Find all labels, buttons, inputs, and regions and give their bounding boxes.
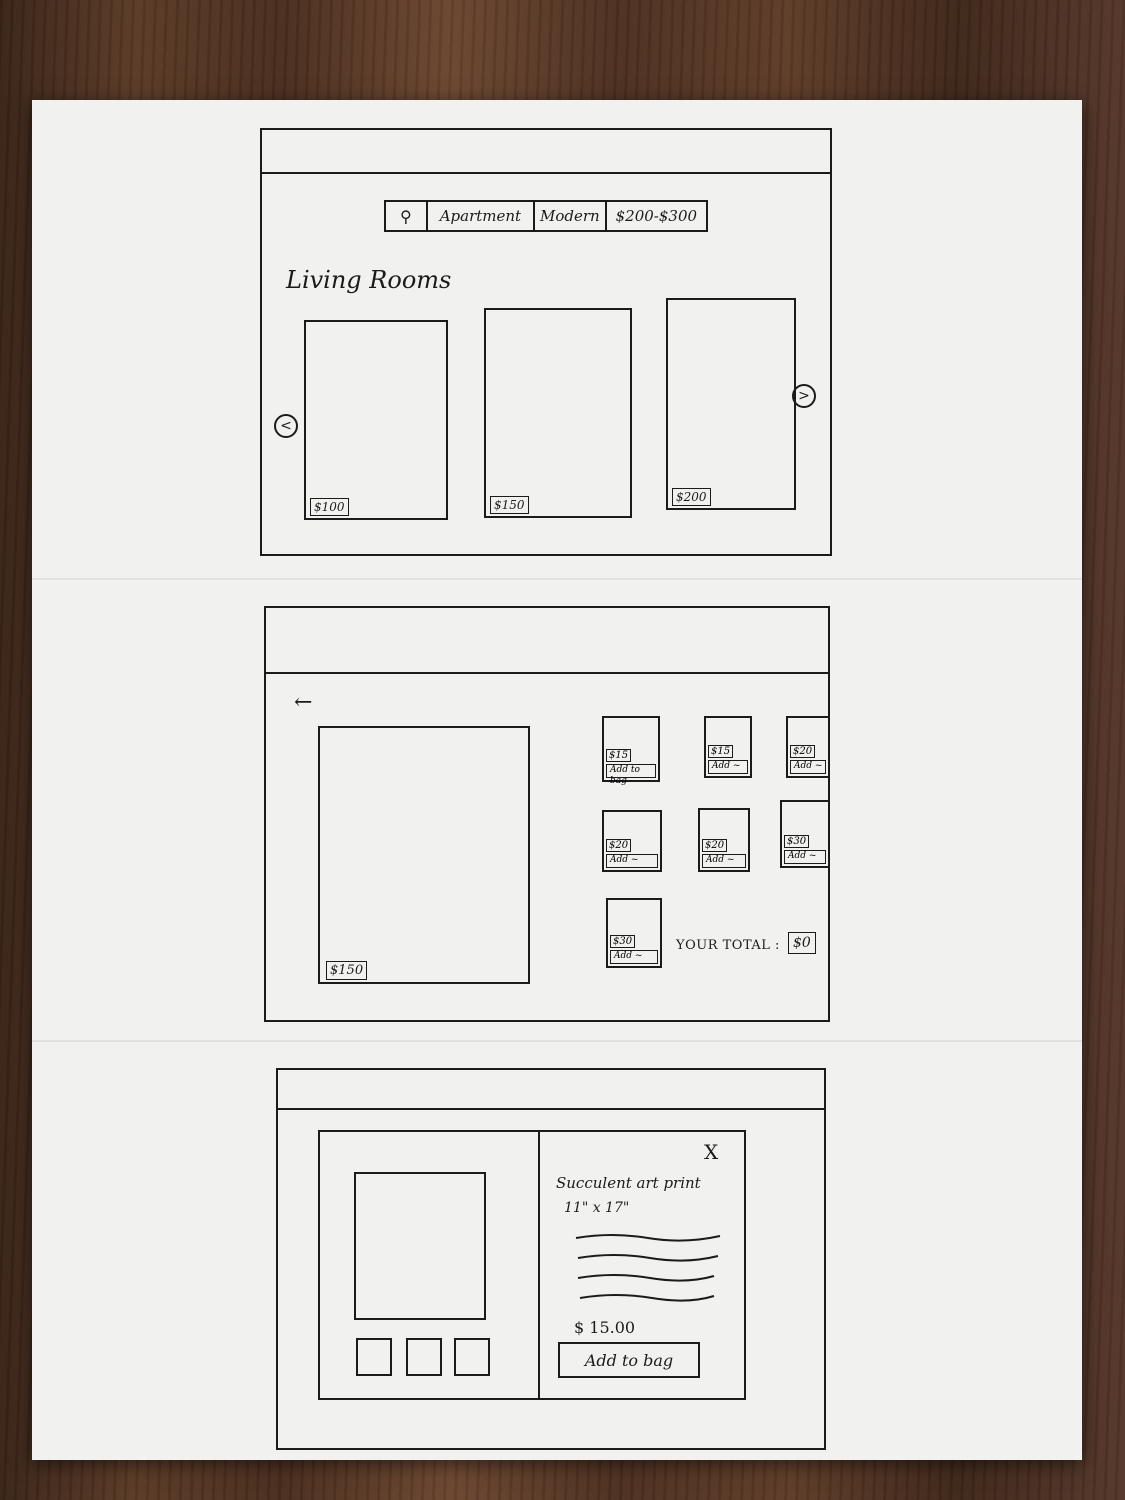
add-to-bag-button[interactable]: Add ~ <box>702 854 746 868</box>
product-description-scribble <box>575 1234 721 1302</box>
filter-apartment[interactable]: Apartment <box>428 202 536 230</box>
search-button[interactable]: ⚲ <box>386 202 428 230</box>
carousel-next-button[interactable]: > <box>792 384 816 408</box>
chevron-left-icon: < <box>280 418 292 434</box>
chevron-right-icon: > <box>798 388 810 404</box>
product-thumbnail[interactable] <box>454 1338 490 1376</box>
total-value: $0 <box>788 932 816 954</box>
product-thumbnail[interactable] <box>356 1338 392 1376</box>
item-card[interactable]: $15 Add ~ <box>704 716 752 778</box>
modal-divider <box>538 1132 540 1398</box>
filter-price-range[interactable]: $200-$300 <box>615 207 698 225</box>
room-card[interactable]: $150 <box>484 308 632 518</box>
product-modal: X Succulent art print 11" x 17" $ 15.00 … <box>318 1130 746 1400</box>
item-price: $15 <box>708 745 734 758</box>
item-price: $30 <box>610 935 636 948</box>
back-arrow-icon[interactable]: ← <box>294 690 313 715</box>
add-to-bag-label: Add to bag <box>584 1350 674 1370</box>
item-card[interactable]: $20 Add ~ <box>786 716 830 778</box>
total-label: YOUR TOTAL : <box>676 938 780 953</box>
item-price: $20 <box>606 839 632 852</box>
paper-fold <box>32 1040 1082 1042</box>
item-card[interactable]: $20 Add ~ <box>602 810 662 872</box>
wireframe-product-modal-screen: X Succulent art print 11" x 17" $ 15.00 … <box>276 1068 826 1450</box>
add-to-bag-button[interactable]: Add to bag <box>606 764 656 786</box>
section-title: Living Rooms <box>286 266 452 294</box>
header-bar-divider <box>266 672 828 674</box>
paper-sheet: ⚲ Apartment Modern $200-$300 Living Room… <box>32 100 1082 1460</box>
item-price: $20 <box>702 839 728 852</box>
item-card[interactable]: $30 Add ~ <box>606 898 662 968</box>
add-to-bag-button[interactable]: Add ~ <box>610 950 658 964</box>
close-icon[interactable]: X <box>704 1140 719 1164</box>
wireframe-room-detail-screen: ← $150 $15 Add to bag $15 Add ~ $20 Add … <box>264 606 830 1022</box>
filter-modern[interactable]: Modern <box>535 202 607 230</box>
item-price: $15 <box>606 749 632 762</box>
header-bar-divider <box>278 1108 824 1110</box>
product-title: Succulent art print <box>556 1174 701 1192</box>
product-thumbnail[interactable] <box>406 1338 442 1376</box>
item-card[interactable]: $15 Add to bag <box>602 716 660 786</box>
add-to-bag-button[interactable]: Add ~ <box>790 760 826 774</box>
wireframe-browse-screen: ⚲ Apartment Modern $200-$300 Living Room… <box>260 128 832 556</box>
add-to-bag-button[interactable]: Add ~ <box>606 854 658 868</box>
price-tag: $100 <box>310 498 349 516</box>
product-main-image <box>354 1172 486 1320</box>
price-tag: $150 <box>490 496 529 514</box>
filter-bar: ⚲ Apartment Modern $200-$300 <box>384 200 708 232</box>
header-bar-divider <box>262 172 830 174</box>
add-to-bag-button[interactable]: Add to bag <box>558 1342 700 1378</box>
price-tag: $200 <box>672 488 711 506</box>
room-card[interactable]: $100 <box>304 320 448 520</box>
carousel-prev-button[interactable]: < <box>274 414 298 438</box>
price-tag: $150 <box>326 961 368 980</box>
product-price: $ 15.00 <box>574 1318 636 1337</box>
add-to-bag-button[interactable]: Add ~ <box>708 760 748 774</box>
item-price: $20 <box>790 745 816 758</box>
item-card[interactable]: $20 Add ~ <box>698 808 750 872</box>
item-price: $30 <box>784 835 810 848</box>
paper-fold <box>32 578 1082 580</box>
item-card[interactable]: $30 Add ~ <box>780 800 830 868</box>
add-to-bag-button[interactable]: Add ~ <box>784 850 826 864</box>
room-card[interactable]: $200 <box>666 298 796 510</box>
room-image: $150 <box>318 726 530 984</box>
product-size: 11" x 17" <box>564 1200 630 1216</box>
search-icon: ⚲ <box>400 206 412 226</box>
